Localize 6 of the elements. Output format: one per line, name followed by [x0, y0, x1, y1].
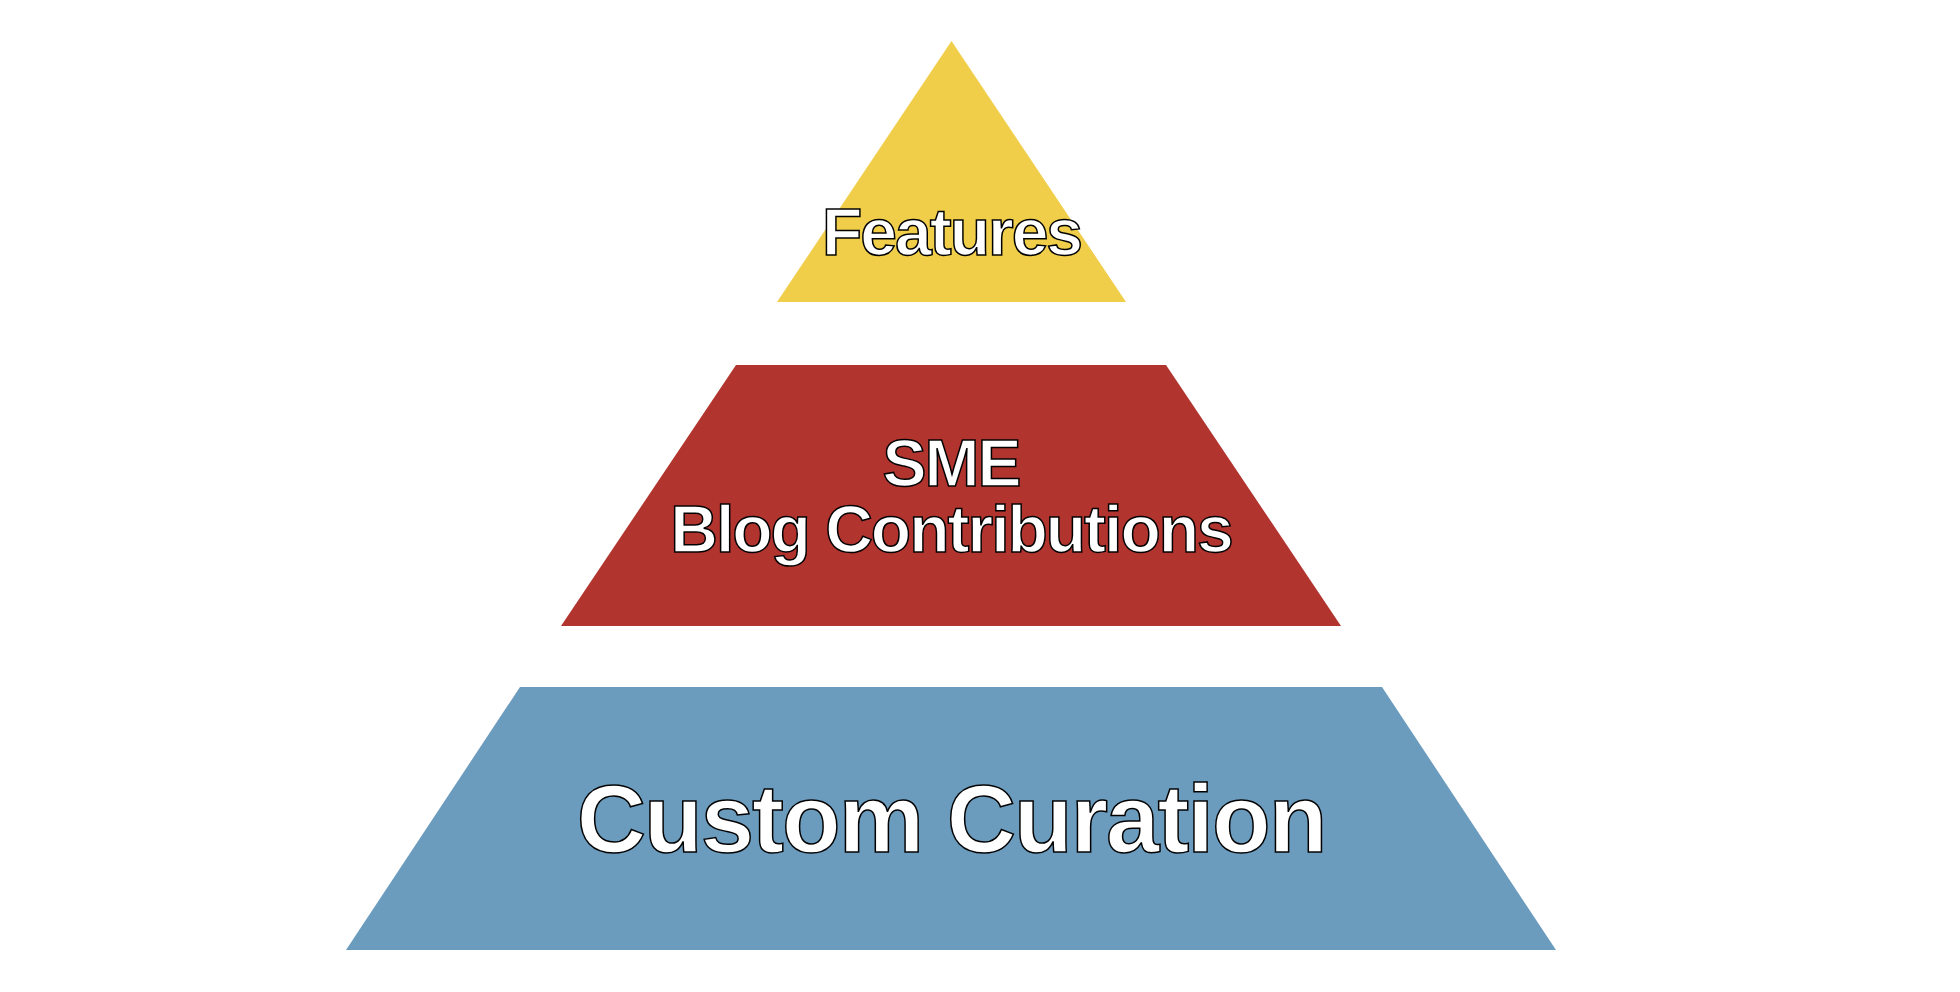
tier-label: Features — [821, 198, 1082, 265]
tier-label: SME — [882, 429, 1020, 496]
pyramid-tier — [561, 365, 1341, 626]
tier-label: Custom Curation — [576, 770, 1326, 867]
pyramid-tier — [777, 41, 1126, 302]
pyramid-tier — [346, 687, 1556, 950]
